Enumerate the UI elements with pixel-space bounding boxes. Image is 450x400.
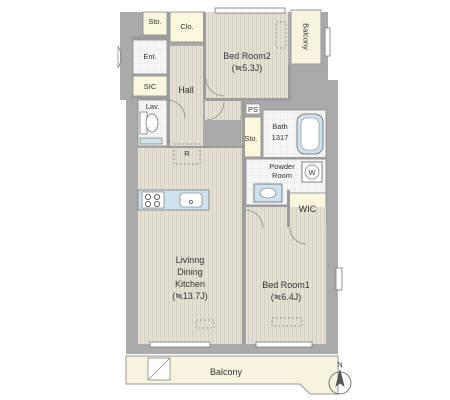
ldk-label-1: Livinng — [175, 255, 205, 265]
bedroom1-door-swing — [244, 209, 264, 229]
stove — [141, 191, 165, 209]
bedroom2-size-label: (≒5.3J) — [231, 63, 263, 73]
storage-top-label: Sto. — [148, 17, 162, 26]
powder-room-label-2: Room — [271, 171, 292, 180]
ldk-label-3: Kitchen — [174, 279, 206, 289]
aircon-bedroom1 — [271, 317, 303, 327]
north-label: N — [337, 360, 343, 369]
corridor-floor — [205, 100, 241, 120]
ps-box — [245, 103, 261, 115]
lavatory-sink — [139, 137, 163, 145]
balcony-bottom-label: Balcony — [209, 367, 243, 377]
ldk-size-label: (≒13.7J) — [172, 291, 208, 301]
bath-size-label: 1317 — [271, 133, 289, 142]
ps-label: PS — [247, 105, 258, 114]
north-compass — [328, 369, 352, 395]
hall-floor — [169, 46, 203, 146]
refrigerator-space — [173, 143, 201, 165]
bedroom1-size-label: (≒6.4J) — [270, 292, 302, 302]
aircon-ldk — [195, 319, 215, 329]
toilet-bowl — [145, 113, 159, 133]
bedroom1-floor — [246, 207, 326, 344]
washer-label: W — [308, 168, 316, 177]
sic-label: SIC — [143, 82, 157, 91]
ldk-floor — [138, 148, 242, 344]
side-balcony — [290, 9, 322, 65]
windows — [149, 7, 343, 348]
refrigerator-label: R — [184, 149, 190, 158]
lavatory-label: Lav. — [145, 102, 160, 111]
bottom-balcony — [125, 355, 339, 395]
entrance-door-swing — [117, 45, 122, 69]
bedroom1-label: Bed Room1 — [262, 280, 310, 290]
hall-label: Hall — [178, 85, 194, 95]
entrance-floor — [132, 39, 168, 75]
powder-room-label-1: Powder — [269, 162, 295, 171]
storage-mid-label: Sto. — [244, 134, 258, 143]
interior-walls — [130, 12, 327, 345]
corridor-door-swing — [205, 101, 225, 121]
ldk-label-2: Dining — [177, 267, 203, 277]
lavatory-door-swing — [166, 99, 186, 119]
entrance-label: Ent. — [143, 52, 157, 61]
bedroom2-label: Bed Room2 — [223, 51, 271, 61]
kitchen-sink — [179, 192, 203, 208]
bath-label: Bath — [272, 122, 288, 131]
aircon-bedroom2 — [275, 21, 287, 49]
bedroom2-floor — [206, 12, 288, 98]
balcony-side-label: Balcony — [301, 23, 311, 50]
wic-door-swing — [289, 227, 307, 245]
wic-label: WIC — [298, 204, 317, 214]
closet-label: Clo. — [180, 22, 194, 31]
hall-door-swing — [205, 77, 225, 97]
